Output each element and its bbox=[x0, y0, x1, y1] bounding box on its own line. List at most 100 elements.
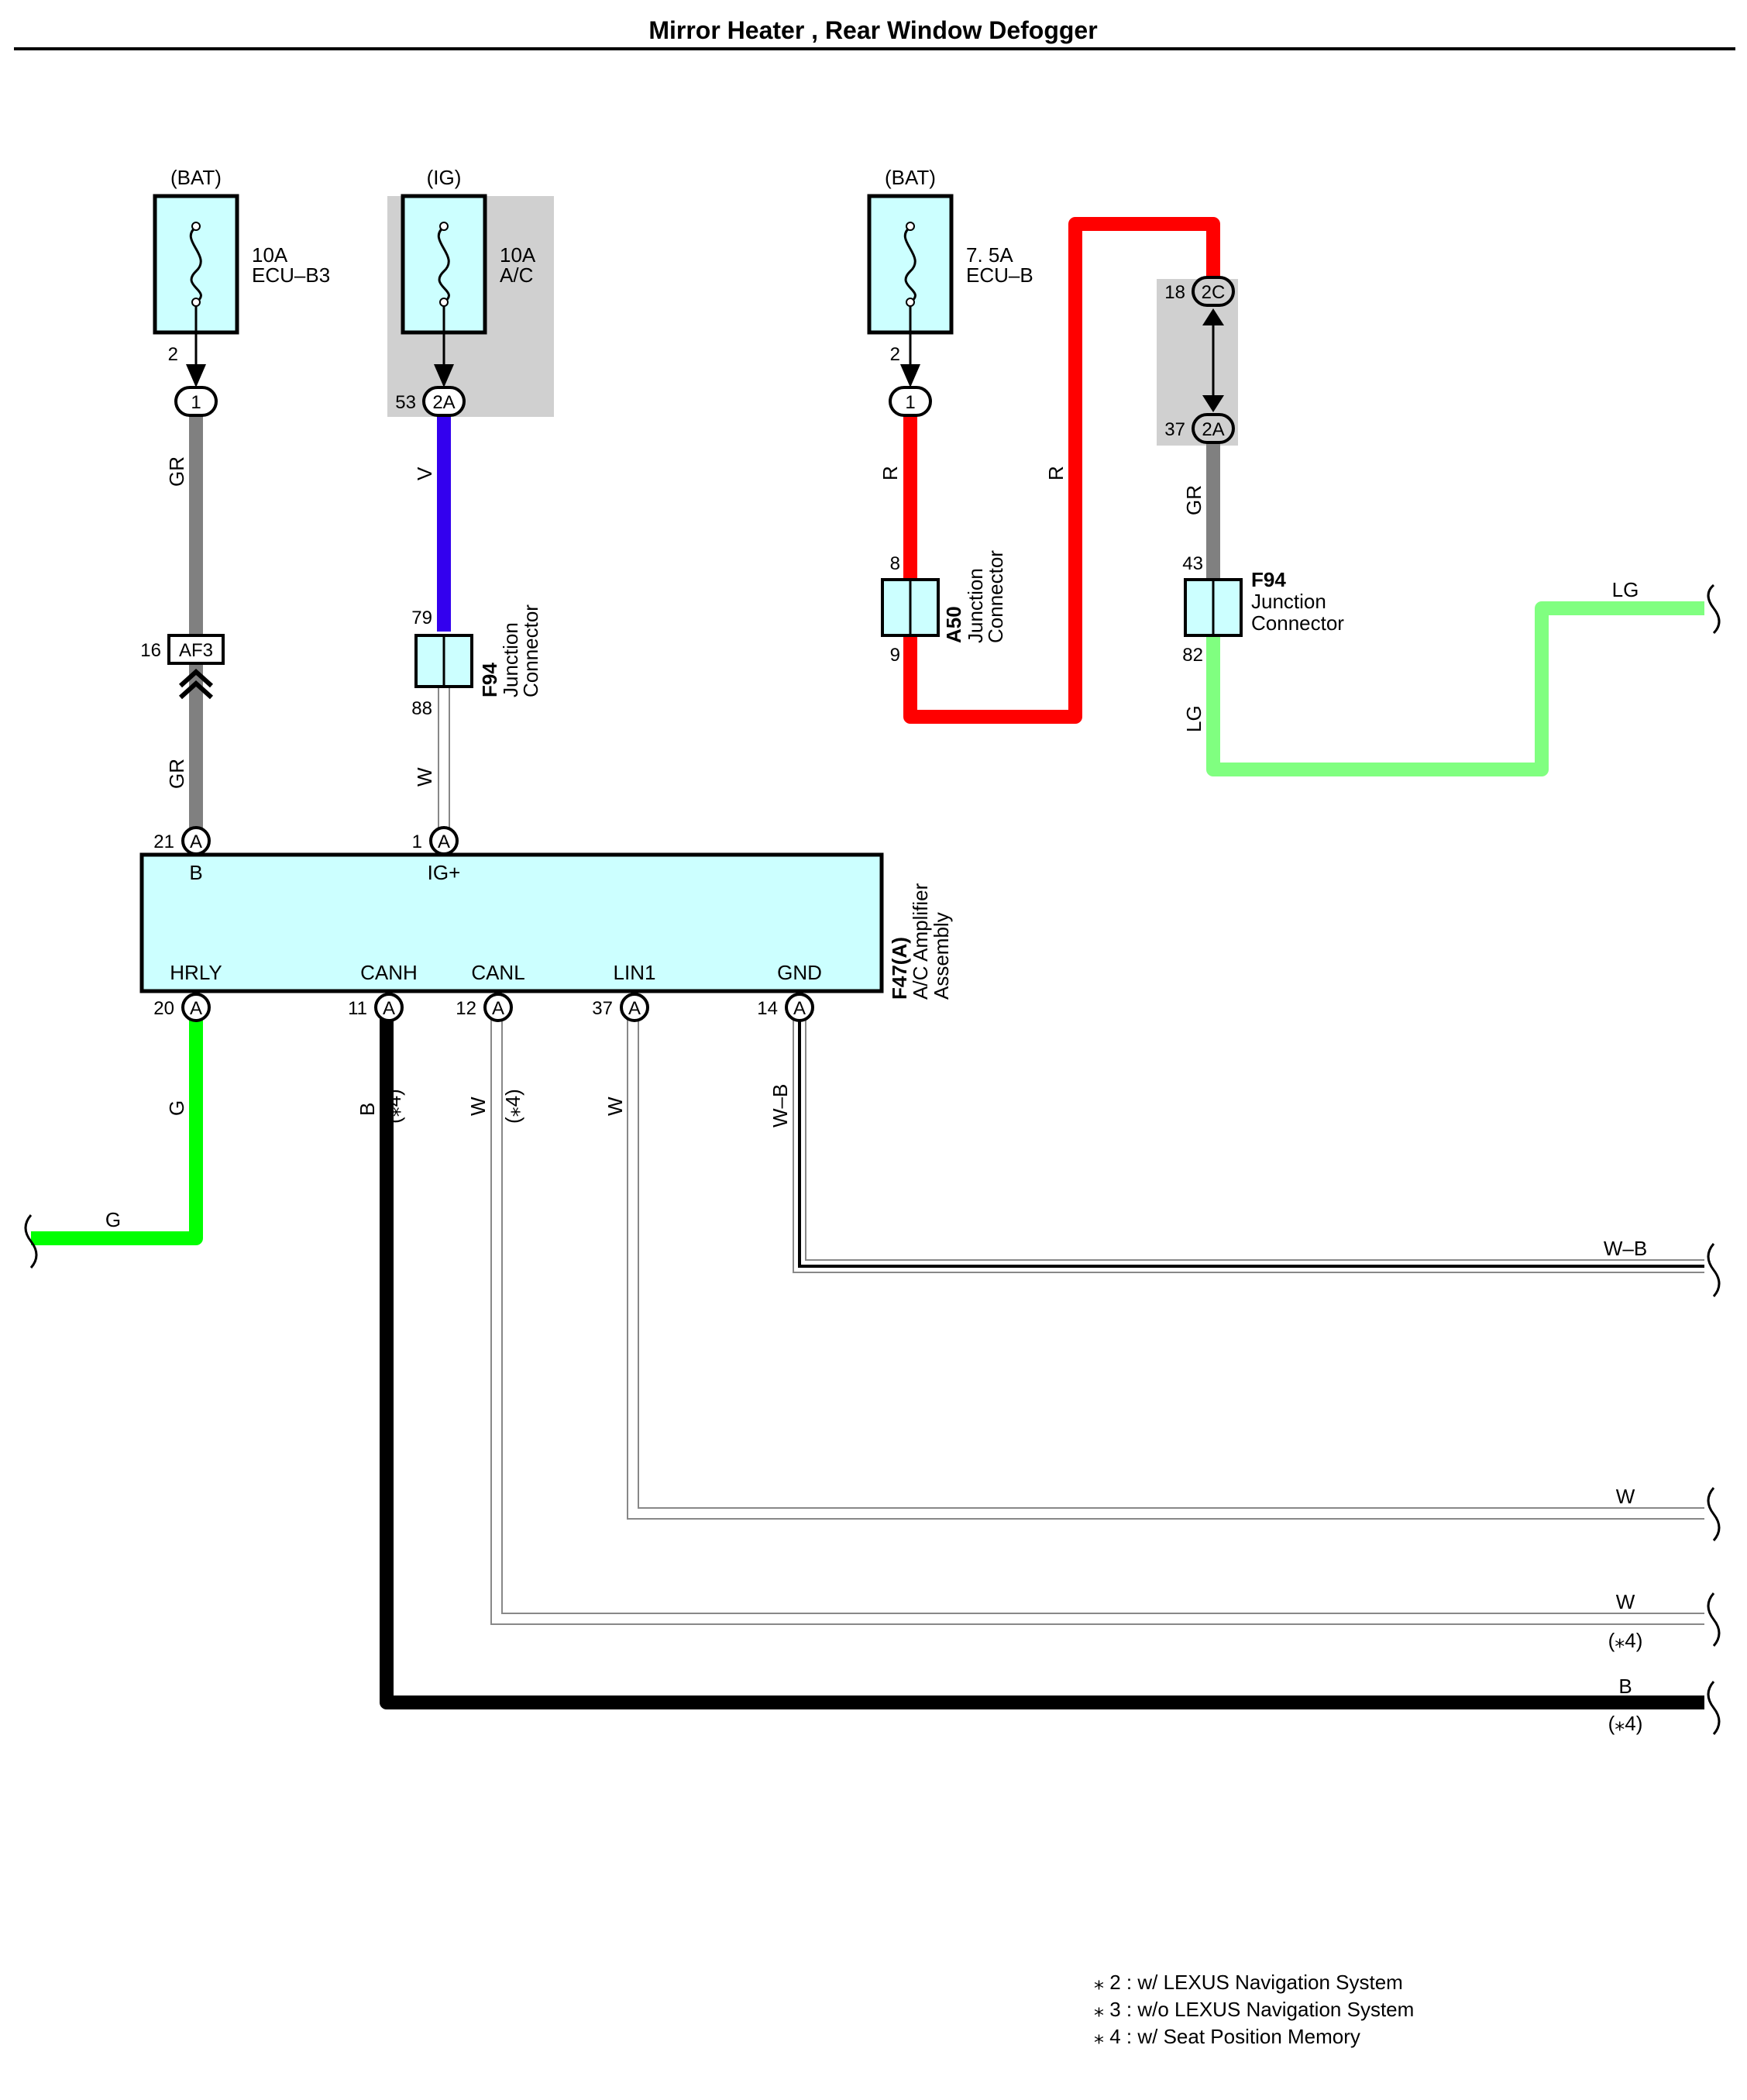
wire-label-g: G bbox=[165, 1100, 188, 1116]
wire-break-w-canl bbox=[1707, 1592, 1721, 1647]
fuse-rating: 10A bbox=[252, 243, 288, 267]
pin-number: 14 bbox=[757, 998, 778, 1019]
pin-number: 37 bbox=[592, 998, 613, 1019]
junction-name: Junction bbox=[964, 568, 987, 643]
arrow-down-icon bbox=[1202, 395, 1224, 412]
wire-label-w: W bbox=[466, 1096, 490, 1116]
connector-pin: 1 bbox=[905, 392, 915, 413]
pin-label: HRLY bbox=[170, 961, 222, 984]
pin-number: 79 bbox=[411, 608, 432, 628]
pin-conn: A bbox=[190, 998, 202, 1019]
pin-number: 43 bbox=[1182, 553, 1203, 574]
connector-id: 2A bbox=[1202, 419, 1224, 440]
wire-wb-black-stripe bbox=[798, 1015, 1704, 1268]
pin-number: 18 bbox=[1164, 282, 1185, 303]
wire-note: (⁎4) bbox=[1608, 1629, 1643, 1652]
wire-note: (⁎4) bbox=[382, 1089, 405, 1124]
pin-circle bbox=[181, 993, 211, 1022]
pin-number: 2 bbox=[168, 344, 178, 365]
pin-number: 88 bbox=[411, 698, 432, 719]
pin-conn: A bbox=[492, 998, 504, 1019]
wire-label-gr: GR bbox=[165, 456, 188, 487]
wire-label-wb: W–B bbox=[769, 1084, 792, 1127]
junction-connector-a50: 8 9 A50 Junction Connector bbox=[881, 550, 1007, 666]
fuse-terminal-icon bbox=[191, 298, 201, 307]
wire-label-lg: LG bbox=[1182, 705, 1205, 732]
connector-id: AF3 bbox=[179, 640, 213, 661]
fuse-terminal-icon bbox=[439, 298, 449, 307]
chevron-up-icon bbox=[178, 668, 214, 700]
oval-connectors: 1 2A 53 1 bbox=[174, 386, 932, 417]
wire-break-w-lin1 bbox=[1707, 1487, 1721, 1541]
fuse-source: (BAT) bbox=[885, 166, 936, 189]
fuse-name: ECU–B bbox=[966, 263, 1033, 287]
wire-label-w: W bbox=[604, 1096, 627, 1116]
fuse-source: (IG) bbox=[427, 166, 462, 189]
connector-2c-2a: 2C 18 2A 37 bbox=[1164, 276, 1235, 444]
wire-g bbox=[31, 1015, 203, 1245]
pin-number: 20 bbox=[153, 998, 174, 1019]
arrow-icons bbox=[186, 364, 920, 387]
fuse-name: A/C bbox=[500, 263, 533, 287]
fuse-terminal-icon bbox=[439, 222, 449, 231]
wire-wb-outline-inner bbox=[793, 1015, 1704, 1273]
wire-label-g: G bbox=[105, 1208, 121, 1231]
pin-number: 21 bbox=[153, 831, 174, 852]
wire-lin1-outline-outer bbox=[638, 1015, 1704, 1509]
pin-number: 11 bbox=[348, 998, 367, 1019]
junction-connector-f94-b: 43 82 F94 Junction Connector bbox=[1182, 553, 1344, 666]
wire-label-b: B bbox=[356, 1103, 379, 1116]
pin-label: CANH bbox=[360, 961, 418, 984]
ecu-id: F47(A) bbox=[888, 937, 911, 1000]
pin-conn: A bbox=[628, 998, 641, 1019]
wire-canl-outline-outer bbox=[501, 1015, 1704, 1614]
oval-connector bbox=[422, 386, 466, 417]
junction-name: Connector bbox=[519, 604, 542, 697]
wire-note: (⁎4) bbox=[1608, 1712, 1643, 1735]
ecu-box bbox=[139, 852, 884, 993]
ecu-name: Assembly bbox=[930, 912, 953, 1000]
junction-connector-f94-a: 79 88 F94 Junction Connector bbox=[411, 604, 542, 719]
wire-label-b: B bbox=[1618, 1675, 1632, 1698]
pin-circle bbox=[429, 826, 459, 855]
fuse-ecu-b: (BAT) 7. 5A ECU–B bbox=[867, 166, 1033, 380]
junction-name: Connector bbox=[1251, 611, 1344, 635]
oval-connector bbox=[889, 386, 932, 417]
footnote: ⁎ 2 : w/ LEXUS Navigation System bbox=[1094, 1971, 1403, 1994]
wire-label-v: V bbox=[413, 466, 436, 480]
wire-break-wb bbox=[1707, 1243, 1721, 1297]
diagram-title: Mirror Heater , Rear Window Defogger bbox=[648, 16, 1097, 44]
fuse-element-icon bbox=[903, 225, 916, 304]
fuse-terminal-icon bbox=[191, 222, 201, 231]
pin-label: B bbox=[189, 861, 202, 884]
junction-id: A50 bbox=[942, 606, 965, 643]
connector-af3: AF3 16 bbox=[140, 634, 225, 700]
arrow-up-icon bbox=[1202, 308, 1224, 325]
wire-label-w: W bbox=[413, 767, 436, 787]
fuse-element-icon bbox=[437, 225, 450, 304]
oval-connector bbox=[174, 386, 218, 417]
connector-pin: 1 bbox=[191, 392, 201, 413]
pin-number: 1 bbox=[412, 831, 422, 852]
footnote: ⁎ 4 : w/ Seat Position Memory bbox=[1094, 2025, 1360, 2048]
ac-amplifier-assembly: F47(A) A/C Amplifier Assembly A 21 B A 1… bbox=[139, 826, 953, 1022]
fuse-name: ECU–B3 bbox=[252, 263, 330, 287]
pin-label: LIN1 bbox=[614, 961, 656, 984]
pin-number: 37 bbox=[1164, 419, 1185, 440]
connector-pin: 2A bbox=[432, 392, 455, 413]
arrow-down-icon bbox=[900, 364, 920, 387]
pin-label: CANL bbox=[471, 961, 524, 984]
pin-circle bbox=[374, 993, 404, 1022]
pin-circle bbox=[483, 993, 513, 1022]
pin-conn: A bbox=[190, 831, 202, 852]
wire-labels: GR GR V W R R GR LG LG G G B (⁎4) W (⁎4)… bbox=[105, 456, 1647, 1735]
fuse-rating: 10A bbox=[500, 243, 536, 267]
arrow-down-icon bbox=[434, 364, 454, 387]
pin-number: 53 bbox=[395, 392, 416, 413]
fuse-element-icon bbox=[189, 225, 202, 304]
wire-lg bbox=[1206, 601, 1704, 776]
connector-box bbox=[167, 634, 225, 665]
ecu-name: A/C Amplifier bbox=[909, 883, 932, 1000]
fuse-terminal-icon bbox=[906, 298, 915, 307]
footnotes: ⁎ 2 : w/ LEXUS Navigation System ⁎ 3 : w… bbox=[1094, 1971, 1414, 2048]
